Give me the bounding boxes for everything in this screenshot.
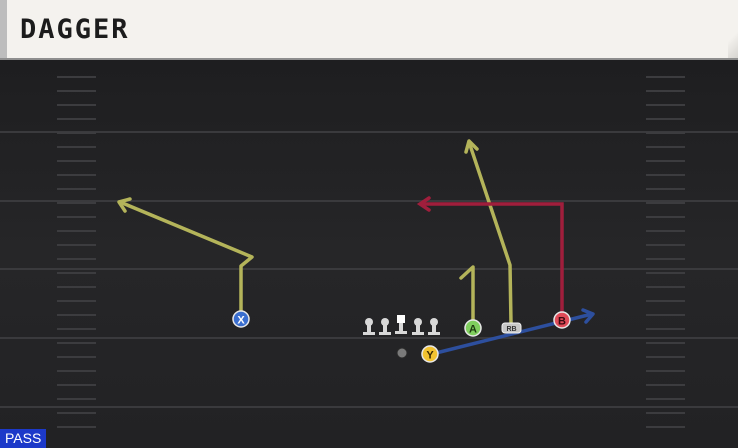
- player-y-label: Y: [426, 350, 434, 362]
- player-b[interactable]: B: [553, 311, 571, 329]
- player-a[interactable]: A: [464, 319, 482, 337]
- player-a-label: A: [469, 324, 477, 336]
- football-field: X A RB B Y: [0, 60, 738, 448]
- route-rb: [464, 139, 513, 325]
- header-fold: [728, 0, 738, 58]
- hash-marks-right: [646, 76, 685, 428]
- play-header: DAGGER: [0, 0, 738, 60]
- lineman-icon: [428, 318, 440, 335]
- hash-marks-left: [57, 76, 96, 428]
- play-type-badge: PASS: [0, 429, 47, 448]
- route-b: [416, 196, 564, 317]
- route-x: [117, 197, 254, 317]
- route-a: [459, 265, 475, 325]
- quarterback-dot[interactable]: [396, 347, 408, 359]
- player-b-label: B: [558, 316, 566, 328]
- header-accent: [0, 0, 7, 58]
- center-icon: [395, 315, 407, 334]
- player-rb[interactable]: RB: [501, 322, 522, 334]
- lineman-icon: [363, 318, 375, 335]
- offensive-line: [363, 315, 440, 335]
- field-surface: [0, 60, 738, 448]
- lineman-icon: [412, 318, 424, 335]
- lineman-icon: [379, 318, 391, 335]
- player-x[interactable]: X: [232, 310, 250, 328]
- play-title: DAGGER: [20, 14, 130, 45]
- player-x-label: X: [237, 315, 245, 327]
- player-y[interactable]: Y: [421, 345, 439, 363]
- player-rb-label: RB: [506, 326, 516, 333]
